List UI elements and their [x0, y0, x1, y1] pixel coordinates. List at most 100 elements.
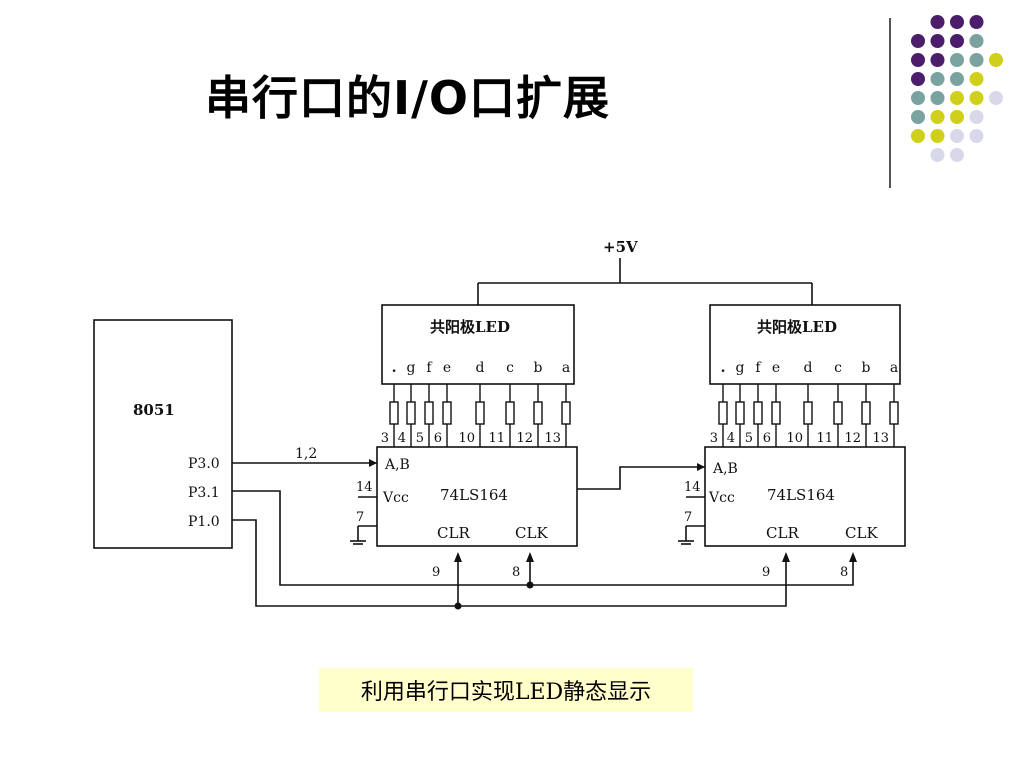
sr-left-output-pin: 13	[544, 431, 561, 446]
decorative-dot	[930, 91, 945, 105]
led-right-segment-label: c	[834, 360, 842, 376]
resistor	[753, 401, 763, 425]
decorative-dot	[911, 129, 925, 143]
sr-left-vcc-label: Vcc	[382, 490, 409, 506]
sr-right-output-pin: 11	[816, 431, 833, 446]
sr-right-output-pin: 6	[763, 431, 771, 446]
sr-left-output-pin: 6	[434, 431, 442, 446]
led-left-segment-label: d	[476, 360, 485, 376]
sr-right-gnd-pin: 7	[684, 510, 692, 525]
resistor	[771, 401, 781, 425]
sr-left-vcc-pin: 14	[356, 480, 373, 495]
decorative-dot	[930, 148, 945, 162]
led-display-right-box	[709, 304, 901, 385]
resistor	[505, 401, 515, 425]
decorative-dot	[950, 148, 964, 162]
sr-left-clk-label: CLK	[515, 524, 548, 542]
resistor	[475, 401, 485, 425]
resistor	[406, 401, 416, 425]
sr-left-output-pin: 4	[398, 431, 406, 446]
decorative-dot	[911, 72, 925, 86]
decorative-dot	[950, 15, 964, 29]
resistor	[833, 401, 843, 425]
caption-text: 利用串行口实现LED静态显示	[360, 680, 652, 705]
sr-left-clr-pin: 9	[432, 565, 440, 580]
led-display-right-title: 共阳极LED	[757, 318, 837, 336]
led-right-segment-label: g	[736, 360, 745, 376]
resistor	[735, 401, 745, 425]
decorative-dot	[969, 72, 984, 86]
sr-right-clr-pin: 9	[762, 565, 770, 580]
resistor	[389, 401, 399, 425]
sr-right-output-pin: 13	[872, 431, 889, 446]
led-right-segment-label: b	[862, 360, 871, 376]
clock-wire	[232, 490, 854, 586]
slide-title: 串行口的I/O口扩展	[205, 71, 611, 125]
mcu-name-label: 8051	[133, 401, 175, 419]
mcu-pin-p3-0-label: P3.0	[188, 456, 220, 472]
led-left-segment-label: .	[392, 360, 397, 376]
mcu-pin-p1-0-label: P1.0	[188, 514, 220, 530]
decorative-dot	[989, 91, 1003, 105]
mcu-8051-box	[93, 319, 233, 549]
decorative-dot	[950, 34, 964, 48]
resistor	[442, 401, 452, 425]
sr-right-data-input-label: A,B	[712, 461, 738, 477]
serial-line-label: 1,2	[295, 446, 317, 462]
cascade-wire	[577, 466, 705, 490]
sr-left-output-pin: 3	[381, 431, 389, 446]
decorative-dot	[969, 53, 984, 67]
decorative-dot	[911, 34, 925, 48]
resistor	[533, 401, 543, 425]
sr-right-output-pin: 5	[745, 431, 753, 446]
sr-left-data-input-label: A,B	[384, 457, 410, 473]
led-left-segment-label: c	[506, 360, 514, 376]
decorative-dot	[969, 34, 984, 48]
decorative-dot	[930, 129, 945, 143]
decorative-dot	[930, 53, 945, 67]
led-right-segment-label: f	[755, 360, 762, 376]
led-right-segment-label: a	[890, 360, 898, 376]
resistor	[803, 401, 813, 425]
decorative-dot	[969, 129, 984, 143]
sr-left-clk-pin: 8	[512, 565, 520, 580]
decorative-dot	[911, 53, 925, 67]
caption-box: 利用串行口实现LED静态显示	[319, 668, 693, 712]
sr-left-output-pin: 5	[416, 431, 424, 446]
sr-right-output-pin: 3	[710, 431, 718, 446]
decorative-dot	[930, 110, 945, 124]
led-display-left-title: 共阳极LED	[430, 318, 510, 336]
decorative-dot	[911, 110, 925, 124]
decorative-dot	[989, 53, 1003, 67]
sr-right-part-label: 74LS164	[767, 486, 835, 504]
decorative-dot	[969, 15, 984, 29]
sr-right-vcc-label: Vcc	[708, 490, 735, 506]
resistor	[718, 401, 728, 425]
sr-right-output-pin: 12	[844, 431, 861, 446]
led-left-segment-label: g	[407, 360, 416, 376]
sr-right-vcc-pin: 14	[684, 480, 701, 495]
led-display-left-box	[381, 304, 575, 385]
decorative-dot	[969, 91, 984, 105]
led-right-segment-label: .	[721, 360, 726, 376]
decorative-dot	[950, 53, 964, 67]
sr-right-output-pin: 4	[727, 431, 735, 446]
decorative-dot	[930, 72, 945, 86]
resistor-array-left	[389, 384, 571, 447]
decorative-dot	[969, 110, 984, 124]
decorative-dot-grid	[911, 15, 1003, 162]
resistor	[561, 401, 571, 425]
led-left-segment-label: b	[534, 360, 543, 376]
sr-left-output-pin: 10	[458, 431, 475, 446]
sr-right-clk-label: CLK	[845, 524, 878, 542]
decorative-dot	[950, 91, 964, 105]
resistor	[889, 401, 899, 425]
led-left-segment-label: e	[443, 360, 451, 376]
mcu-pin-p3-1-label: P3.1	[188, 485, 220, 501]
resistor	[424, 401, 434, 425]
sr-left-output-pin: 11	[488, 431, 505, 446]
led-left-segment-label: a	[562, 360, 570, 376]
decorative-dot	[911, 91, 925, 105]
power-label: +5V	[603, 238, 638, 256]
